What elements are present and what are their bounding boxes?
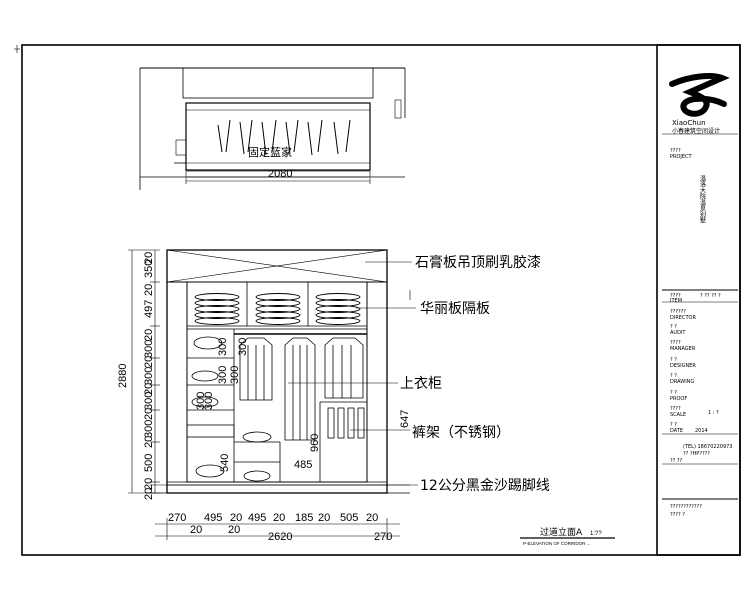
small-mark-2: 20	[228, 524, 240, 536]
annotation-shelf: 华丽板隔板	[420, 301, 490, 317]
svg-text:PROOF: PROOF	[670, 396, 687, 402]
svg-text:960: 960	[309, 434, 321, 452]
title-fields: ?????? DIRECTOR ? ? AUDIT ???? MANAGER ?…	[670, 309, 696, 434]
svg-text:20: 20	[143, 356, 155, 368]
svg-text:300: 300	[195, 392, 207, 410]
svg-text:20: 20	[273, 512, 285, 524]
svg-text:? ?: ? ?	[670, 357, 677, 363]
svg-text:20: 20	[230, 512, 242, 524]
svg-text:SCALE: SCALE	[670, 412, 686, 418]
brand-cn: 小春建筑空间设计	[672, 127, 720, 135]
svg-text:20: 20	[143, 436, 155, 448]
project-label: ????	[670, 148, 681, 154]
annotations: 石膏板吊顶刷乳胶漆 华丽板隔板 上衣柜 裤架（不锈钢） 12公分黑金沙踢脚线	[400, 254, 550, 494]
svg-text:? ?: ? ?	[670, 373, 677, 379]
svg-text:MANAGER: MANAGER	[670, 346, 696, 352]
svg-text:20: 20	[143, 329, 155, 341]
item-value: ? ?? ?? ?	[700, 293, 721, 299]
web: ?? ?HP????	[683, 451, 710, 457]
svg-text:300: 300	[229, 366, 241, 384]
hanging-garments	[191, 336, 365, 482]
svg-text:20: 20	[318, 512, 330, 524]
svg-text:DATE: DATE	[670, 428, 683, 434]
svg-text:DRAWING: DRAWING	[670, 379, 694, 385]
svg-text:DIRECTOR: DIRECTOR	[670, 315, 696, 321]
project-label-en: PROJECT	[670, 154, 693, 160]
svg-text:495: 495	[248, 512, 266, 524]
svg-text:350: 350	[143, 260, 155, 278]
bottom-dims: 270 495 20 495 20 185 20 505 20	[168, 512, 378, 524]
svg-text:AUDIT: AUDIT	[670, 330, 686, 336]
svg-text:300: 300	[237, 338, 249, 356]
bottom-dimension-chain	[155, 518, 400, 540]
bottom-total-dim: 2620	[268, 531, 292, 543]
contact: ?? ??	[670, 458, 683, 464]
svg-text:20: 20	[143, 383, 155, 395]
annotation-leaders	[288, 261, 418, 486]
annotation-skirting: 12公分黑金沙踢脚线	[420, 478, 550, 494]
annotation-upper-wardrobe: 上衣柜	[400, 376, 442, 392]
sheet-border	[21, 44, 741, 556]
folded-clothes-top	[194, 293, 361, 325]
annotation-pants-rack: 裤架（不锈钢）	[412, 425, 510, 441]
svg-text:? ?: ? ?	[670, 390, 677, 396]
left-dims: 20 350 20 497 20 300 20 300 20 300 20 30…	[143, 252, 155, 500]
svg-text:500: 500	[143, 454, 155, 472]
scale-value: 1 : ?	[708, 410, 719, 416]
drawing-caption: 过道立面A	[540, 526, 583, 538]
footer-2: ???? ?	[670, 512, 685, 518]
brand-logo	[669, 73, 730, 117]
svg-text:497: 497	[143, 300, 155, 318]
caption-sub: P-ELEVATION OF CORRIDOR ...	[523, 541, 590, 546]
svg-text:????: ????	[670, 340, 681, 346]
svg-text:300: 300	[217, 366, 229, 384]
caption-scale: 1:??	[590, 531, 602, 537]
shelf-width-dim: 485	[294, 459, 312, 471]
brand-en: XiaoChun	[672, 119, 706, 127]
svg-text:20: 20	[143, 252, 155, 264]
svg-text:300: 300	[143, 340, 155, 358]
tel: (TEL) 18670220973	[683, 444, 732, 450]
wardrobe-elevation	[150, 249, 410, 494]
bottom-right-dim: 270	[374, 531, 392, 543]
svg-text:20: 20	[143, 408, 155, 420]
title-block-frame	[656, 44, 741, 556]
svg-text:300: 300	[143, 392, 155, 410]
inner-dims: 300 300 300 300 300 300 540 960 647	[195, 338, 411, 472]
svg-text:300: 300	[143, 420, 155, 438]
svg-text:??????: ??????	[670, 309, 686, 315]
title-block	[662, 73, 738, 500]
svg-text:20: 20	[366, 512, 378, 524]
svg-text:505: 505	[340, 512, 358, 524]
annotation-ceiling: 石膏板吊顶刷乳胶漆	[415, 254, 541, 271]
svg-text:300: 300	[203, 392, 215, 410]
svg-text:270: 270	[168, 512, 186, 524]
small-mark-1: 20	[190, 524, 202, 536]
item-label: ????	[670, 293, 681, 299]
svg-text:20: 20	[143, 488, 155, 500]
svg-text:300: 300	[143, 367, 155, 385]
item-label-en: ITEM	[670, 298, 682, 304]
svg-text:647: 647	[399, 410, 411, 428]
left-dimension-chain	[128, 249, 160, 494]
project-name: 温洛大院温泉别墅	[699, 174, 706, 223]
svg-text:540: 540	[219, 454, 231, 472]
svg-text:20: 20	[143, 284, 155, 296]
svg-text:? ?: ? ?	[670, 422, 677, 428]
svg-text:300: 300	[217, 338, 229, 356]
date-value: 2014	[695, 428, 708, 434]
plan-view	[139, 67, 406, 190]
plan-label: 固定蓝家	[248, 145, 292, 159]
svg-text:? ?: ? ?	[670, 324, 677, 330]
svg-text:495: 495	[204, 512, 222, 524]
svg-text:????: ????	[670, 406, 681, 412]
svg-text:20: 20	[143, 478, 155, 490]
overall-height-dim: 2880	[117, 364, 129, 388]
svg-text:DESIGNER: DESIGNER	[670, 363, 696, 369]
plan-width-dim: 2080	[268, 168, 292, 180]
svg-text:185: 185	[295, 512, 313, 524]
footer-1: ????????????	[670, 504, 702, 510]
